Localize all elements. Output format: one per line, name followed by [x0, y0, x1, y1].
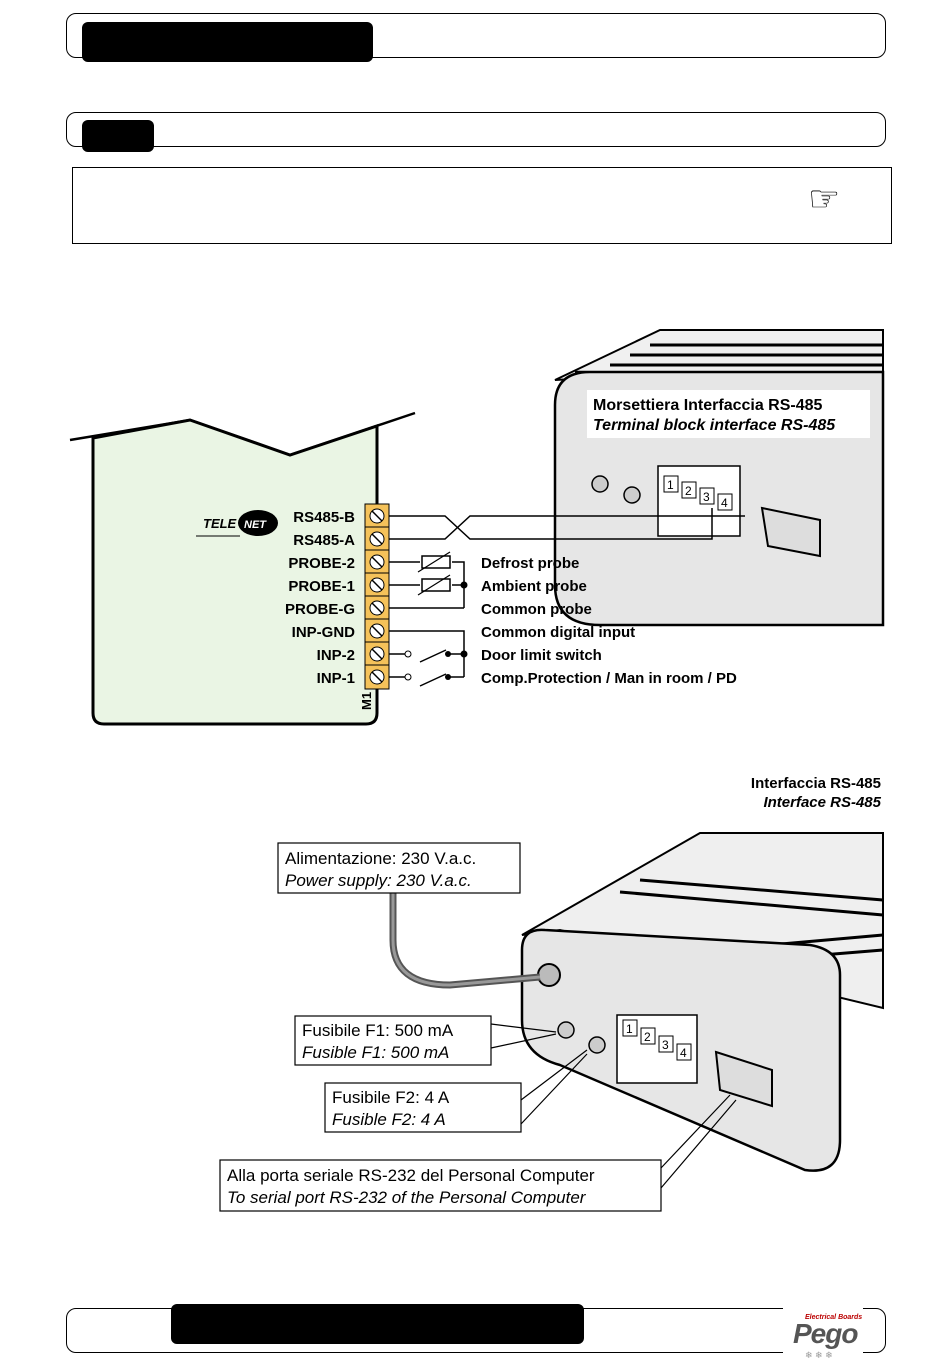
- section-header-tab: [82, 120, 154, 152]
- connector-pin: 1: [626, 1022, 633, 1036]
- terminal-block-id: M1: [359, 692, 374, 710]
- callout-fuse2: Fusibile F2: 4 A Fusible F2: 4 A: [324, 1049, 588, 1133]
- section-header-bar: [66, 112, 886, 147]
- probe-sensor-icon: [417, 574, 451, 596]
- connector-pin: 3: [703, 490, 710, 504]
- callout-serial-it: Alla porta seriale RS-232 del Personal C…: [227, 1166, 595, 1185]
- terminal-label: RS485-B: [293, 509, 355, 526]
- controller-board: TELE NET: [69, 411, 416, 726]
- terminal-rs485-a: RS485-A: [293, 526, 390, 552]
- probe-sensor-icon: [417, 551, 451, 573]
- wiring-label: Comp.Protection / Man in room / PD: [481, 670, 737, 687]
- fuse-f2-icon: [588, 1036, 606, 1054]
- terminal-label: PROBE-1: [288, 578, 355, 595]
- wiring: [389, 508, 745, 687]
- telenet-logo: TELE NET: [196, 510, 278, 537]
- callout-fuse1: Fusibile F1: 500 mA Fusible F1: 500 mA: [294, 1015, 557, 1066]
- terminal-probe-g: PROBE-G: [285, 595, 390, 621]
- note-box: [72, 167, 892, 244]
- svg-text:NET: NET: [244, 519, 267, 531]
- snowflake-icon: ❄ ❄ ❄: [805, 1350, 833, 1360]
- interface-top-title-it: Morsettiera Interfaccia RS-485: [593, 397, 823, 414]
- wiring-label: Common digital input: [481, 624, 635, 641]
- db-port-icon: [714, 1050, 773, 1108]
- callout-fuse1-it: Fusibile F1: 500 mA: [302, 1021, 454, 1040]
- terminal-probe-1: PROBE-1: [288, 572, 390, 598]
- wiring-label: Ambient probe: [481, 578, 587, 595]
- terminal-label: INP-1: [317, 670, 355, 687]
- connector-pin: 2: [644, 1030, 651, 1044]
- terminal-label: INP-GND: [292, 624, 356, 641]
- terminal-label: PROBE-2: [288, 555, 355, 572]
- rs485-interface-device-top: Morsettiera Interfaccia RS-485 Terminal …: [553, 329, 885, 627]
- db-port-icon: [760, 506, 821, 558]
- wiring-label: Door limit switch: [481, 647, 602, 664]
- connector-pin: 1: [667, 478, 674, 492]
- terminal-label: INP-2: [317, 647, 355, 664]
- telenet-logo-text: TELE: [203, 516, 237, 531]
- interface-connection-diagram: Interfaccia RS-485 Interface RS-485 1 2 …: [219, 775, 884, 1212]
- callout-power-it: Alimentazione: 230 V.a.c.: [285, 849, 476, 868]
- callout-serial-en: To serial port RS-232 of the Personal Co…: [227, 1188, 587, 1207]
- terminal-block-m1: RS485-B RS485-A PROBE-2 PROBE-1 PROBE-G …: [285, 503, 390, 710]
- pego-logo-text: Pego: [793, 1318, 858, 1349]
- terminal-label: PROBE-G: [285, 601, 355, 618]
- interface-bottom-title-en: Interface RS-485: [763, 794, 881, 811]
- wiring-diagram: Morsettiera Interfaccia RS-485 Terminal …: [69, 329, 885, 726]
- callout-power: Alimentazione: 230 V.a.c. Power supply: …: [277, 842, 521, 894]
- wiring-label: Common probe: [481, 601, 592, 618]
- connector-pin: 4: [680, 1046, 687, 1060]
- wiring-label: Defrost probe: [481, 555, 579, 572]
- connector-pin: 4: [721, 496, 728, 510]
- callout-fuse2-en: Fusible F2: 4 A: [332, 1110, 446, 1129]
- interface-top-title-en: Terminal block interface RS-485: [593, 417, 836, 434]
- terminal-inp-gnd: INP-GND: [292, 618, 390, 644]
- terminal-inp-1: INP-1: [317, 664, 390, 690]
- pego-logo: Electrical Boards Pego ❄ ❄ ❄: [783, 1302, 863, 1362]
- terminal-rs485-b: RS485-B: [293, 503, 390, 529]
- footer-tab: [171, 1304, 584, 1344]
- callout-power-en: Power supply: 230 V.a.c.: [285, 871, 472, 890]
- knob-icon: [591, 475, 609, 493]
- interface-bottom-title-it: Interfaccia RS-485: [751, 775, 881, 792]
- knob-icon: [623, 486, 641, 504]
- power-cable-gland-icon: [537, 963, 561, 987]
- rs485-interface-device-bottom: 1 2 3 4: [520, 832, 884, 1172]
- pego-logo-subtitle: Electrical Boards: [805, 1314, 863, 1321]
- terminal-probe-2: PROBE-2: [288, 549, 390, 575]
- callout-fuse2-it: Fusibile F2: 4 A: [332, 1088, 450, 1107]
- callout-fuse1-en: Fusible F1: 500 mA: [302, 1043, 449, 1062]
- connector-pin: 3: [662, 1038, 669, 1052]
- terminal-label: RS485-A: [293, 532, 355, 549]
- top-header-tab: [82, 22, 373, 62]
- pointing-hand-icon: ☞: [808, 178, 841, 219]
- connector-pin: 2: [685, 484, 692, 498]
- callout-serial: Alla porta seriale RS-232 del Personal C…: [219, 1094, 737, 1212]
- fuse-f1-icon: [557, 1021, 575, 1039]
- power-cable: [389, 893, 541, 989]
